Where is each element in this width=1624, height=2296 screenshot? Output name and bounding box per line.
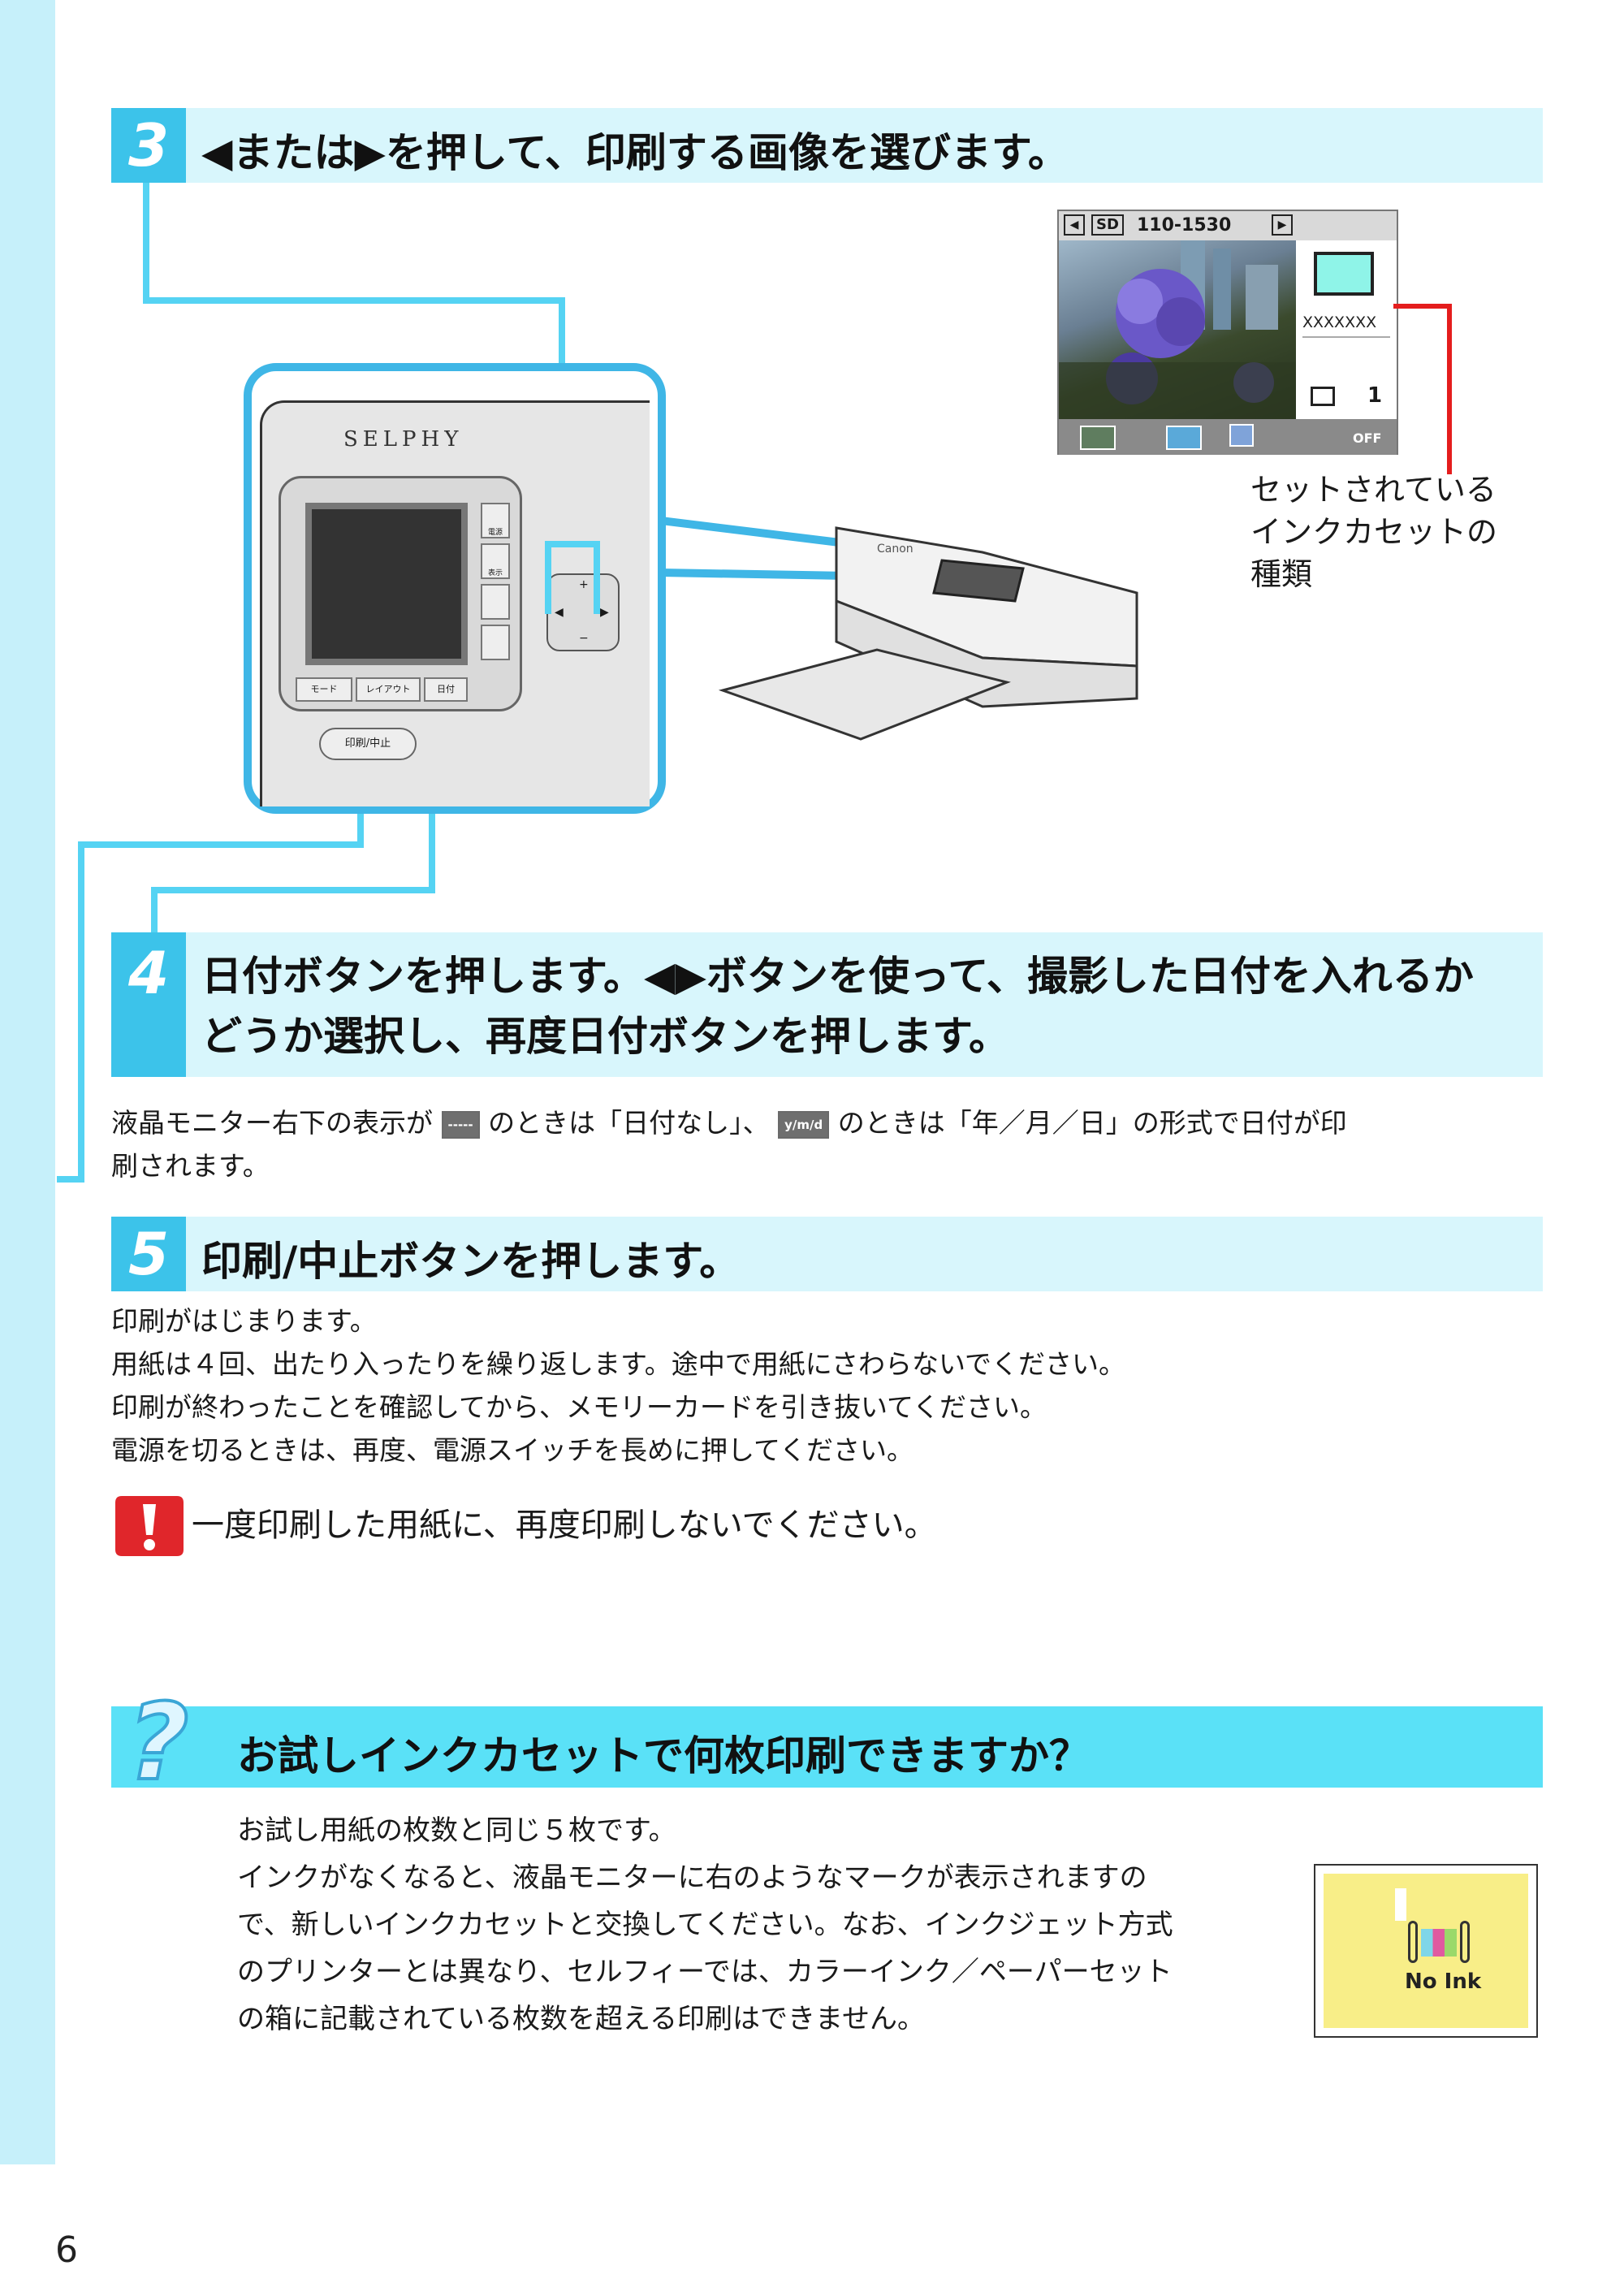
ink-colors bbox=[1421, 1929, 1457, 1957]
step-3-number: 3 bbox=[111, 108, 186, 183]
photo-thumbnail bbox=[1059, 240, 1296, 419]
step-3-title: ◀または▶を押して、印刷する画像を選びます。 bbox=[201, 129, 1069, 176]
caution-text: 一度印刷した用紙に、再度印刷しないでください。 bbox=[192, 1507, 937, 1544]
power-button[interactable]: 電源 bbox=[481, 503, 510, 538]
printer-control-panel-closeup: SELPHY モード レイアウト 日付 電源 表示 + ◀ ▶ − 印刷/中止 bbox=[244, 363, 666, 814]
connector-line bbox=[429, 735, 435, 893]
date-off-label: OFF bbox=[1353, 430, 1382, 446]
callout-line bbox=[1393, 304, 1452, 309]
question-icon: ? bbox=[126, 1689, 190, 1795]
connector-line bbox=[143, 297, 565, 304]
sd-card-icon: SD bbox=[1091, 214, 1124, 236]
exclamation-icon bbox=[1395, 1888, 1406, 1921]
printer-body: SELPHY モード レイアウト 日付 電源 表示 + ◀ ▶ − 印刷/中止 bbox=[260, 400, 650, 806]
callout-line-1: セットされている bbox=[1250, 472, 1497, 508]
copies-icon bbox=[1311, 387, 1335, 406]
faq-line-4: のプリンターとは異なり、セルフィーでは、カラーインク／ペーパーセット bbox=[237, 1956, 1173, 1988]
step-3-band bbox=[111, 108, 1543, 183]
lcd-display bbox=[305, 503, 468, 665]
step-4-body-part-2: のときは「日付なし」、 bbox=[488, 1107, 770, 1139]
dpad-highlight bbox=[545, 541, 600, 614]
cassette-spool-right bbox=[1460, 1921, 1470, 1963]
step-5-line-3: 印刷が終わったことを確認してから、メモリーカードを引き抜いてください。 bbox=[111, 1391, 1047, 1423]
date-ymd-icon: y/m/d bbox=[778, 1110, 830, 1139]
no-ink-screen: No Ink bbox=[1314, 1864, 1538, 2038]
step-5-line-4: 電源を切るときは、再度、電源スイッチを長めに押してください。 bbox=[111, 1434, 914, 1466]
date-icon bbox=[1229, 424, 1254, 447]
lcd-info-panel: XXXXXXX 1 bbox=[1296, 240, 1397, 419]
connector-line bbox=[78, 841, 84, 1183]
lcd-footer: OFF bbox=[1059, 419, 1397, 455]
step-4-title-line-1: 日付ボタンを押します。◀▶ボタンを使って、撮影した日付を入れるか bbox=[201, 953, 1474, 1000]
step-4-band bbox=[111, 932, 1543, 1077]
step-4-body-line-2: 刷されます。 bbox=[111, 1150, 270, 1182]
callout-line-3: 種類 bbox=[1250, 556, 1313, 592]
layout-icon bbox=[1166, 426, 1202, 450]
copies-count: 1 bbox=[1367, 383, 1383, 408]
mode-button[interactable]: モード bbox=[296, 677, 352, 702]
connector-line bbox=[143, 182, 149, 304]
step-4-body-part-3: のときは「年／月／日」の形式で日付が印 bbox=[837, 1107, 1347, 1139]
printer-illustration: Canon bbox=[718, 526, 1138, 741]
divider bbox=[1302, 336, 1390, 338]
lcd-header: ◀ SD 110-1530 ▶ bbox=[1059, 211, 1397, 240]
panel-frame: モード レイアウト 日付 電源 表示 bbox=[279, 476, 522, 711]
date-off-icon: ----- bbox=[441, 1110, 480, 1139]
right-arrow-icon: ▶ bbox=[600, 606, 609, 619]
flower-photo bbox=[1059, 240, 1296, 419]
landscape-icon bbox=[1080, 426, 1116, 450]
cassette-spool-left bbox=[1408, 1921, 1418, 1963]
red-eye-button[interactable] bbox=[481, 625, 510, 660]
connector-line bbox=[151, 887, 435, 893]
step-5-band bbox=[111, 1217, 1543, 1291]
lcd-screen: ◀ SD 110-1530 ▶ XXXXXXX 1 OFF bbox=[1057, 210, 1398, 455]
callout-line-2: インクカセットの bbox=[1250, 514, 1498, 550]
step-4-body-part-1: 液晶モニター右下の表示が bbox=[111, 1107, 433, 1139]
step-4-number: 4 bbox=[111, 932, 186, 1077]
brand-logo: SELPHY bbox=[343, 427, 464, 452]
callout-line bbox=[1447, 304, 1452, 474]
ink-cassette-empty-icon bbox=[1408, 1921, 1470, 1963]
faq-line-5: の箱に記載されている枚数を超える印刷はできません。 bbox=[237, 2003, 925, 2035]
print-cancel-button[interactable]: 印刷/中止 bbox=[319, 728, 417, 760]
left-margin-strip bbox=[0, 0, 55, 2164]
page-number: 6 bbox=[55, 2229, 78, 2271]
right-arrow-icon: ▶ bbox=[1272, 214, 1293, 236]
minus-icon: − bbox=[579, 632, 589, 645]
step-4-body-line-1: 液晶モニター右下の表示が ----- のときは「日付なし」、 y/m/d のとき… bbox=[111, 1101, 1347, 1144]
faq-band bbox=[111, 1706, 1543, 1788]
display-button[interactable]: 表示 bbox=[481, 543, 510, 579]
no-ink-label: No Ink bbox=[1405, 1970, 1482, 1994]
plus-icon: + bbox=[579, 578, 589, 591]
step-5-line-2: 用紙は４回、出たり入ったりを繰り返します。途中で用紙にさわらないでください。 bbox=[111, 1348, 1126, 1380]
svg-text:?: ? bbox=[127, 1689, 188, 1795]
faq-line-1: お試し用紙の枚数と同じ５枚です。 bbox=[237, 1814, 676, 1847]
ink-type-label: XXXXXXX bbox=[1302, 313, 1377, 331]
no-ink-display: No Ink bbox=[1324, 1874, 1528, 2028]
faq-question: お試しインクカセットで何枚印刷できますか？ bbox=[237, 1732, 1090, 1779]
connector-line bbox=[78, 841, 364, 848]
faq-line-3: で、新しいインクカセットと交換してください。なお、インクジェット方式 bbox=[237, 1909, 1173, 1941]
step-5-line-1: 印刷がはじまります。 bbox=[111, 1305, 377, 1337]
date-button[interactable]: 日付 bbox=[424, 677, 468, 702]
crop-button[interactable] bbox=[481, 584, 510, 620]
step-5-title: 印刷/中止ボタンを押します。 bbox=[201, 1238, 741, 1285]
file-number: 110-1530 bbox=[1137, 215, 1232, 236]
printer-maker-label: Canon bbox=[877, 543, 914, 556]
faq-line-2: インクがなくなると、液晶モニターに右のようなマークが表示されますの bbox=[237, 1861, 1147, 1894]
ink-cassette-icon bbox=[1314, 252, 1374, 296]
connector-line bbox=[57, 1176, 84, 1183]
left-arrow-icon: ◀ bbox=[1064, 214, 1085, 236]
left-arrow-icon: ◀ bbox=[555, 606, 564, 619]
step-5-number: 5 bbox=[111, 1217, 186, 1291]
layout-button[interactable]: レイアウト bbox=[356, 677, 421, 702]
step-4-title-line-2: どうか選択し、再度日付ボタンを押します。 bbox=[201, 1013, 1009, 1060]
caution-icon bbox=[115, 1496, 184, 1556]
